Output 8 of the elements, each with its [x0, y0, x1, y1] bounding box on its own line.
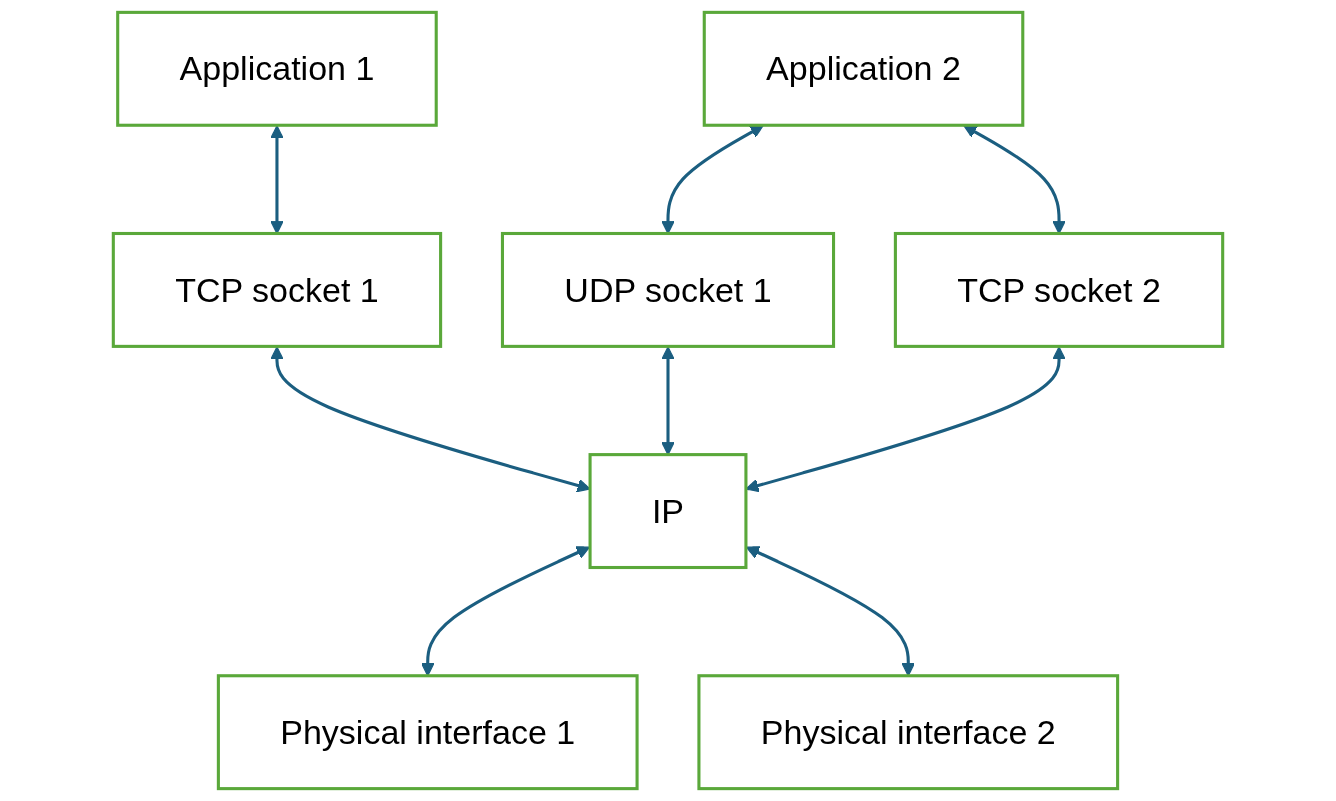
node-box: Physical interface 1: [216, 674, 639, 791]
node-box: Physical interface 2: [697, 674, 1120, 791]
node-box: IP: [588, 453, 748, 570]
node-box: Application 1: [116, 10, 438, 127]
node-box: TCP socket 1: [111, 231, 443, 348]
node-box: Application 2: [702, 10, 1025, 127]
node-box: UDP socket 1: [500, 231, 836, 348]
node-box: TCP socket 2: [893, 231, 1225, 348]
